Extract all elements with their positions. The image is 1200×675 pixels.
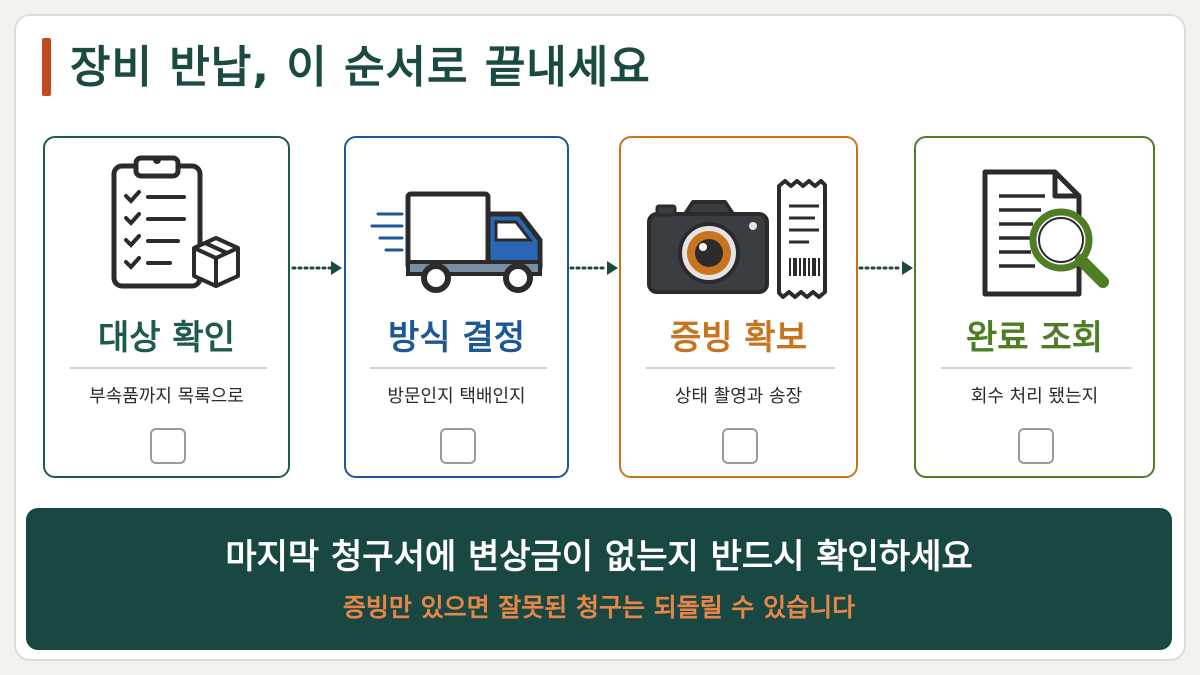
step-card-method-decision: 방식 결정 방문인지 택배인지 [344,136,569,478]
final-notice-banner: 마지막 청구서에 변상금이 없는지 반드시 확인하세요 증빙만 있으면 잘못된 … [26,508,1172,650]
step-checkbox[interactable] [440,428,476,464]
step-label: 방식 결정 [388,318,525,358]
step-divider [70,367,267,369]
step-checkbox[interactable] [1018,428,1054,464]
step-divider [370,367,547,369]
flow-arrow-3 [858,261,913,275]
banner-sub-text: 증빙만 있으면 잘못된 청구는 되돌릴 수 있습니다 [342,593,856,622]
step-checkbox[interactable] [150,428,186,464]
step-label: 완료 조회 [966,318,1103,358]
title-accent-bar [42,38,51,96]
step-card-completion-check: 완료 조회 회수 처리 됐는지 [914,136,1155,478]
flow-arrow-1 [291,261,342,275]
step-divider [646,367,835,369]
clipboard-checklist-icon [45,152,288,312]
flow-arrow-2 [569,261,618,275]
document-search-icon [916,152,1153,312]
step-label: 대상 확인 [98,318,235,358]
step-card-target-check: 대상 확인 부속품까지 목록으로 [43,136,290,478]
step-divider [941,367,1132,369]
camera-receipt-icon [621,152,856,312]
delivery-truck-icon [346,152,567,312]
step-description: 회수 처리 됐는지 [970,386,1099,407]
banner-main-text: 마지막 청구서에 변상금이 없는지 반드시 확인하세요 [225,537,973,577]
page-title: 장비 반납, 이 순서로 끝내세요 [70,42,651,93]
step-checkbox[interactable] [722,428,758,464]
step-description: 상태 촬영과 송장 [674,386,803,407]
step-description: 방문인지 택배인지 [387,386,526,407]
step-description: 부속품까지 목록으로 [89,386,244,407]
step-card-evidence: 증빙 확보 상태 촬영과 송장 [619,136,858,478]
step-label: 증빙 확보 [670,318,807,358]
